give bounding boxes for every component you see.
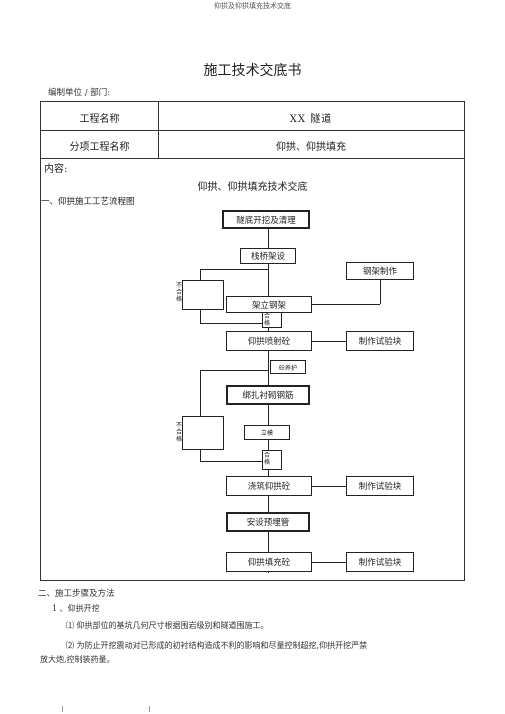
content-title: 仰拱、仰拱填充技术交底: [197, 182, 308, 193]
footer-mark: [62, 706, 63, 712]
paragraph-1: ⑴ 仰拱部位的基坑几何尺寸根据围岩级别和隧道围施工。: [66, 621, 269, 630]
flow-line: [200, 269, 268, 270]
row-divider: [41, 130, 464, 131]
flow-line: [200, 323, 268, 324]
disclosure-table: 工程名称 XX 隧道 分项工程名称 仰拱、仰拱填充 内容: 仰拱、仰拱填充技术交…: [40, 101, 465, 581]
unqualified-label-1: 不合格: [176, 282, 183, 303]
paragraph-2-line2: 放大炮,控制装药量。: [40, 655, 115, 664]
qualified-box-1: [262, 312, 282, 328]
flow-node-steel-frame-making: 钢架制作: [346, 262, 414, 280]
flow-node-invert-fill: 仰拱填充砼: [226, 552, 312, 572]
row1-label: 工程名称: [79, 114, 120, 125]
row1-value: XX 隧道: [289, 114, 333, 125]
flow-node-erect-steel-frame: 架立钢架: [226, 296, 312, 313]
flow-node-trestle: 栈桥架设: [240, 248, 296, 264]
flow-node-curing: 砼养护: [270, 360, 306, 374]
flow-line: [312, 562, 346, 563]
flow-node-formwork: 立模: [244, 425, 290, 440]
paragraph-2-line1: ⑵ 为防止开挖震动对已形成的初衬结构造成不利的影响和尽量控制超挖,仰拱开挖严禁: [66, 641, 368, 650]
row2-label: 分项工程名称: [69, 142, 130, 153]
flow-node-excavation: 隧底开挖及清理: [222, 210, 310, 229]
flow-line: [312, 486, 346, 487]
flow-line: [380, 280, 381, 304]
unqualified-label-2: 不合格: [176, 422, 183, 443]
qualified-box-2: [262, 450, 282, 470]
flow-node-invert-spray: 仰拱喷射砼: [226, 331, 312, 351]
flow-node-rebar-binding: 绑扎衬砌钢筋: [226, 385, 310, 405]
section2-heading: 二、施工步骤及方法: [38, 589, 115, 599]
document-title: 施工技术交底书: [203, 63, 302, 79]
flow-line: [200, 370, 268, 371]
flow-node-test-block-2: 制作试验块: [346, 476, 414, 496]
flow-line: [200, 461, 268, 462]
flow-node-test-block-3: 制作试验块: [346, 552, 414, 572]
unit-label: 编制单位 / 部门:: [48, 88, 111, 98]
flow-line: [312, 341, 346, 342]
footer-mark: [149, 706, 150, 712]
qualified-label-2: 合格: [264, 452, 271, 466]
qualified-label-1: 合格: [264, 313, 271, 327]
content-label: 内容:: [44, 164, 68, 175]
section1-heading: 一、仰拱施工工艺流程图: [41, 197, 135, 207]
page-header: 仰拱及仰拱填充技术交底: [214, 2, 291, 10]
inspection-box-1: [182, 280, 224, 310]
row-divider: [41, 158, 464, 159]
flow-node-test-block-1: 制作试验块: [346, 331, 414, 351]
inspection-box-2: [182, 416, 224, 450]
row2-value: 仰拱、仰拱填充: [276, 142, 346, 153]
step1-heading: 1 、仰拱开挖: [52, 604, 100, 613]
flow-line: [312, 304, 380, 305]
flow-node-embedded-pipe: 安设预埋管: [226, 512, 310, 532]
column-divider: [158, 102, 159, 158]
flow-node-invert-pour: 浇筑仰拱砼: [226, 476, 312, 496]
